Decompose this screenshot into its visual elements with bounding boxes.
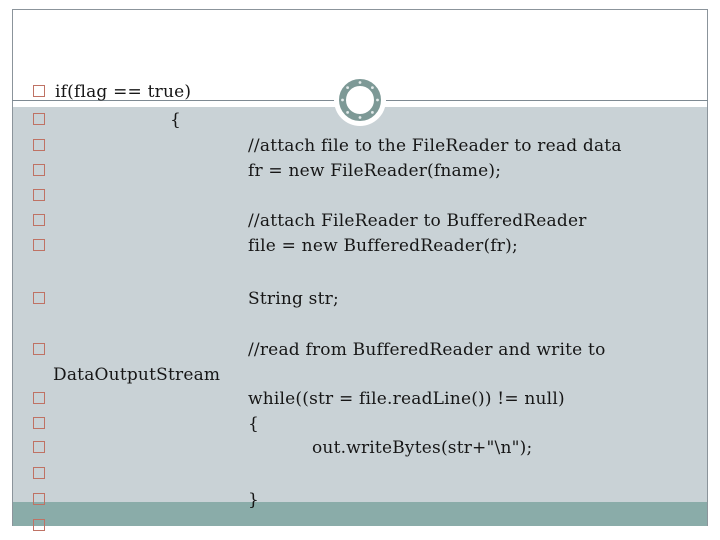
code-text: {	[248, 414, 260, 434]
frame-top-line	[12, 9, 708, 10]
bullet-square-icon	[33, 164, 45, 176]
code-line	[0, 183, 720, 209]
bullet-square-icon	[33, 493, 45, 505]
code-text: file = new BufferedReader(fr);	[248, 236, 518, 256]
code-text: }	[248, 490, 260, 510]
bullet-square-icon	[33, 189, 45, 201]
code-text: out.writeBytes(str+"\n");	[312, 438, 533, 458]
code-text: fr = new FileReader(fname);	[248, 161, 502, 181]
code-text: //attach FileReader to BufferedReader	[248, 211, 587, 231]
content-background	[13, 107, 707, 502]
bullet-square-icon	[33, 292, 45, 304]
code-line: DataOutputStream	[0, 362, 720, 388]
code-text: //read from BufferedReader and write to	[248, 340, 606, 360]
bullet-square-icon	[33, 441, 45, 453]
bullet-square-icon	[33, 392, 45, 404]
code-text: {	[170, 110, 182, 130]
code-text: DataOutputStream	[53, 365, 221, 385]
code-line: out.writeBytes(str+"\n");	[0, 435, 720, 461]
code-line: file = new BufferedReader(fr);	[0, 233, 720, 259]
code-line: }	[0, 487, 720, 513]
frame-right-line	[707, 9, 708, 526]
bullet-square-icon	[33, 417, 45, 429]
code-line: {	[0, 411, 720, 437]
code-line: if(flag == true)	[0, 79, 720, 105]
bullet-square-icon	[33, 113, 45, 125]
code-line: fr = new FileReader(fname);	[0, 158, 720, 184]
bullet-square-icon	[33, 214, 45, 226]
ring-ornament-icon	[330, 70, 390, 130]
bullet-square-icon	[33, 467, 45, 479]
code-line: while((str = file.readLine()) != null)	[0, 386, 720, 412]
code-text: String str;	[248, 289, 339, 309]
code-line: //attach file to the FileReader to read …	[0, 133, 720, 159]
code-line: {	[0, 107, 720, 133]
bullet-square-icon	[33, 85, 45, 97]
bullet-square-icon	[33, 239, 45, 251]
code-line: String str;	[0, 286, 720, 312]
frame-left-line	[12, 9, 13, 526]
bullet-square-icon	[33, 519, 45, 531]
bullet-square-icon	[33, 343, 45, 355]
accent-band	[13, 502, 707, 526]
code-text: while((str = file.readLine()) != null)	[248, 389, 565, 409]
code-line	[0, 461, 720, 487]
code-line	[0, 513, 720, 539]
code-text: //attach file to the FileReader to read …	[248, 136, 622, 156]
code-line: //attach FileReader to BufferedReader	[0, 208, 720, 234]
code-text: if(flag == true)	[55, 82, 192, 102]
code-line: //read from BufferedReader and write to	[0, 337, 720, 363]
ring-ornament-svg	[334, 74, 386, 126]
bullet-square-icon	[33, 139, 45, 151]
